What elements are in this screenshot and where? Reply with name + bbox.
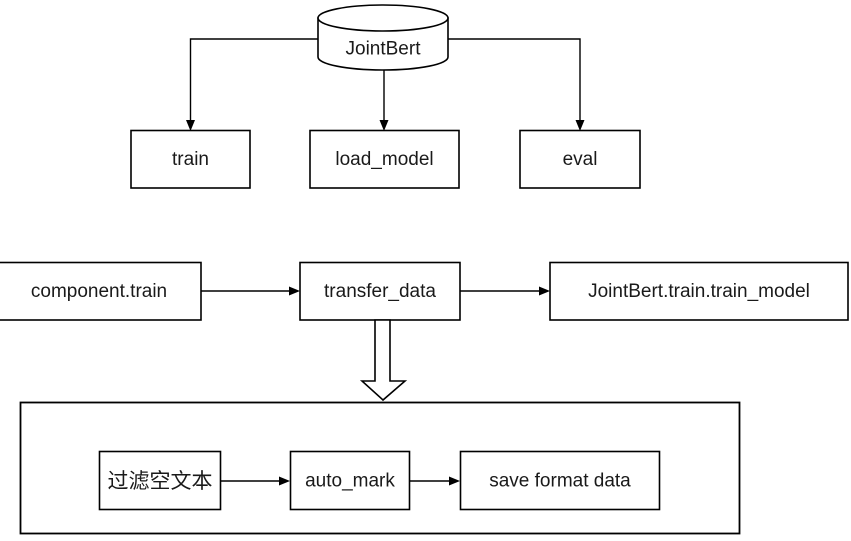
node-label-component-train: component.train [31, 281, 167, 302]
edge-group-pipeline [221, 476, 460, 486]
arrowhead-load-model [379, 120, 389, 131]
node-label-filter-empty-text: 过滤空文本 [108, 469, 213, 493]
node-box-component-train [0, 261, 202, 321]
edge-transfer-data-to-group [359, 319, 408, 402]
node-box-eval [519, 129, 641, 189]
node-label-transfer-data: transfer_data [324, 281, 436, 302]
node-jointbert-datastore[interactable]: JointBert [317, 4, 449, 71]
node-filter-empty-text[interactable]: 过滤空文本 [98, 450, 222, 511]
node-save-format-data[interactable]: save format data [459, 450, 661, 511]
node-label-load-model: load_model [335, 149, 433, 170]
node-box-train [130, 129, 251, 189]
group-container-pipeline[interactable] [19, 401, 741, 535]
node-box-save-format-data [459, 450, 661, 511]
node-box-load-model [309, 129, 460, 189]
cylinder-top-ellipse [317, 4, 449, 32]
arrowhead-transfer-data [289, 286, 300, 296]
edge-group-row2 [201, 286, 550, 296]
node-label-train: train [172, 149, 209, 170]
arrowhead-eval [575, 120, 585, 131]
node-label-save-format-data: save format data [489, 471, 631, 492]
node-load-model[interactable]: load_model [309, 129, 460, 189]
node-box-train-model [549, 261, 849, 321]
node-train[interactable]: train [130, 129, 251, 189]
arrowhead-train-model [539, 286, 550, 296]
node-box-transfer-data [299, 261, 461, 321]
node-label-auto-mark: auto_mark [305, 471, 395, 492]
node-label-jointbert: JointBert [346, 39, 422, 60]
node-component-train[interactable]: component.train [0, 261, 202, 321]
group-frame-box [19, 401, 741, 535]
node-box-auto-mark [289, 450, 411, 511]
edge-jointbert-to-train [189, 38, 318, 124]
arrowhead-train [186, 120, 195, 131]
node-jointbert-train-train-model[interactable]: JointBert.train.train_model [549, 261, 849, 321]
edge-group-jointbert-fanout [186, 38, 585, 131]
cylinder-body [317, 17, 449, 71]
node-transfer-data[interactable]: transfer_data [299, 261, 461, 321]
node-eval[interactable]: eval [519, 129, 641, 189]
node-label-eval: eval [563, 149, 598, 170]
arrowhead-save-format-data [449, 476, 460, 486]
block-arrow-down [359, 319, 408, 402]
node-auto-mark[interactable]: auto_mark [289, 450, 411, 511]
edge-jointbert-to-eval [448, 38, 581, 124]
node-label-train-model: JointBert.train.train_model [588, 281, 810, 302]
arrowhead-auto-mark [279, 476, 290, 486]
node-box-filter-empty-text [98, 450, 222, 511]
